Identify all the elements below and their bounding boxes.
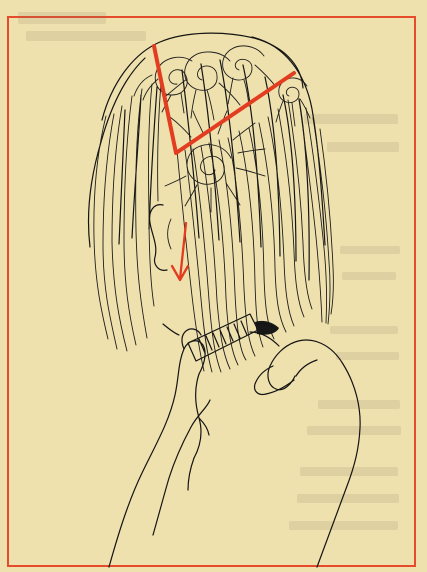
red-section-line: [154, 46, 294, 153]
direction-arrow: [172, 223, 188, 280]
right-hand: [250, 332, 360, 567]
swirl-top-center: [166, 52, 240, 120]
left-hand: [109, 329, 210, 567]
hair-strands-left: [94, 82, 161, 351]
section-lines: [154, 46, 294, 153]
show-through-text: [18, 12, 401, 530]
